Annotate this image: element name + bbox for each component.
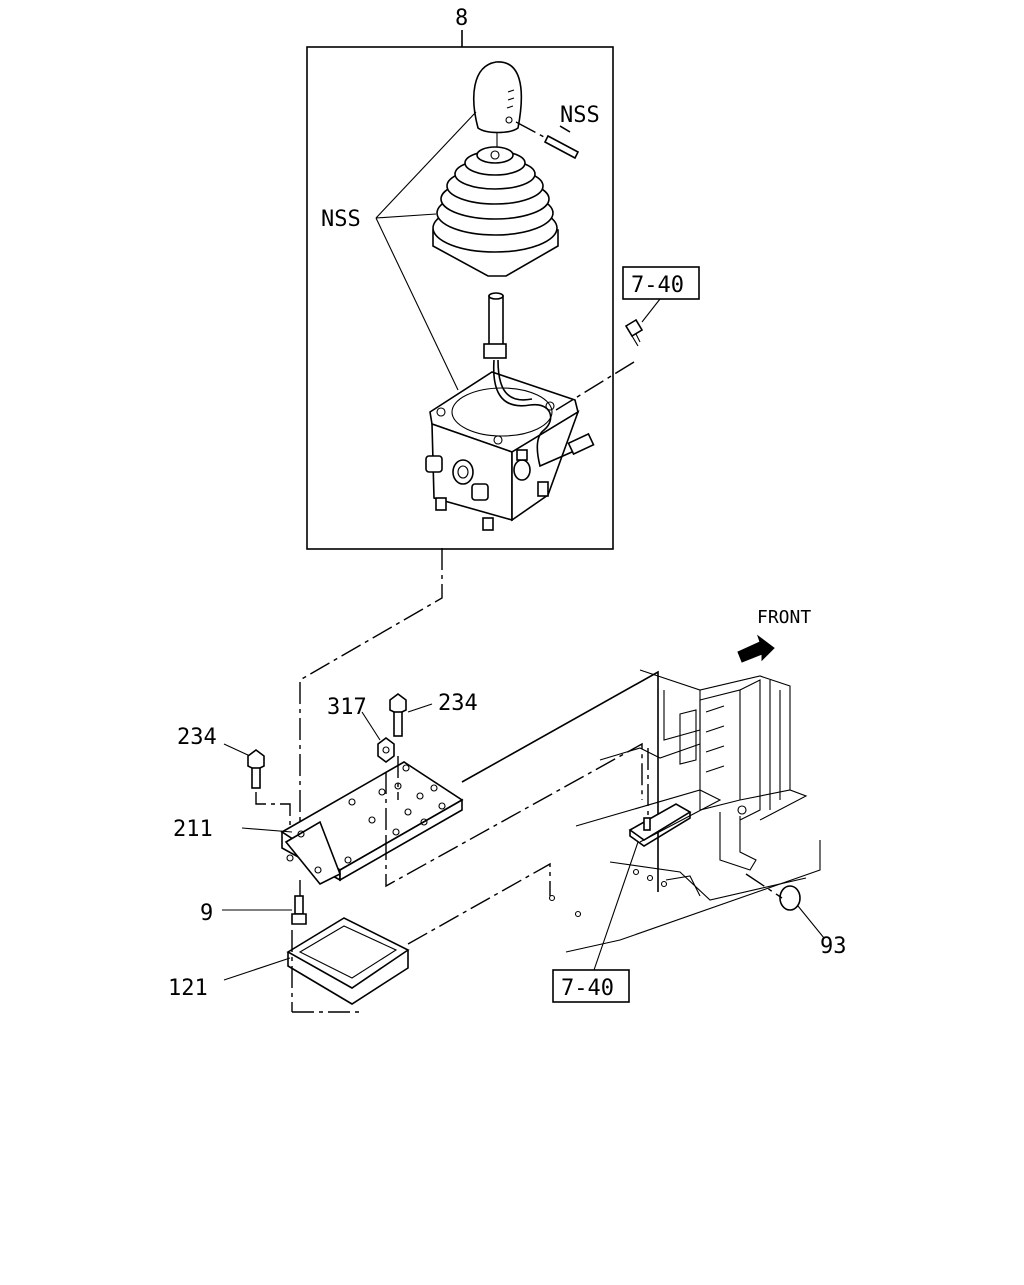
bolt-234-left: 234 — [177, 725, 291, 830]
bolt-234-right: 234 — [389, 691, 478, 737]
knob — [473, 61, 523, 152]
ref-box-top: 7-40 — [622, 266, 700, 323]
callout-bolt-right[interactable]: 234 — [438, 691, 478, 716]
callout-ref-bottom[interactable]: 7-40 — [561, 976, 614, 1001]
nss-leaders: NSS — [321, 111, 477, 391]
callout-bolt-lower[interactable]: 9 — [200, 901, 213, 926]
front-indicator: FRONT — [737, 607, 811, 663]
plug-93: 93 — [745, 873, 847, 959]
front-label: FRONT — [757, 607, 811, 628]
callout-seal[interactable]: 121 — [168, 976, 208, 1001]
front-arrow-icon — [737, 634, 775, 663]
callout-plug[interactable]: 93 — [820, 934, 847, 959]
mounting-plate: 211 — [173, 761, 464, 886]
callout-assembly[interactable]: 8 — [455, 6, 468, 31]
callout-nss-knob-boot[interactable]: NSS — [321, 207, 361, 232]
callout-nss-pin[interactable]: NSS — [560, 103, 600, 128]
callout-bracket[interactable]: 211 — [173, 817, 213, 842]
pilot-valve — [425, 292, 595, 531]
nut-317: 317 — [327, 695, 395, 763]
bolt-9: 9 — [200, 880, 307, 926]
seal-121: 121 — [168, 862, 551, 1013]
chassis-structure — [548, 669, 821, 953]
assembly-box: 8 — [306, 6, 614, 550]
callout-ref-top[interactable]: 7-40 — [631, 273, 684, 298]
side-bracket — [628, 748, 692, 847]
callout-bolt-left[interactable]: 234 — [177, 725, 217, 750]
screw-icon — [555, 318, 644, 411]
ref-box-bottom: 7-40 — [552, 841, 639, 1003]
rubber-boot — [432, 146, 559, 277]
roll-pin: NSS — [515, 103, 600, 160]
callout-nut[interactable]: 317 — [327, 695, 367, 720]
